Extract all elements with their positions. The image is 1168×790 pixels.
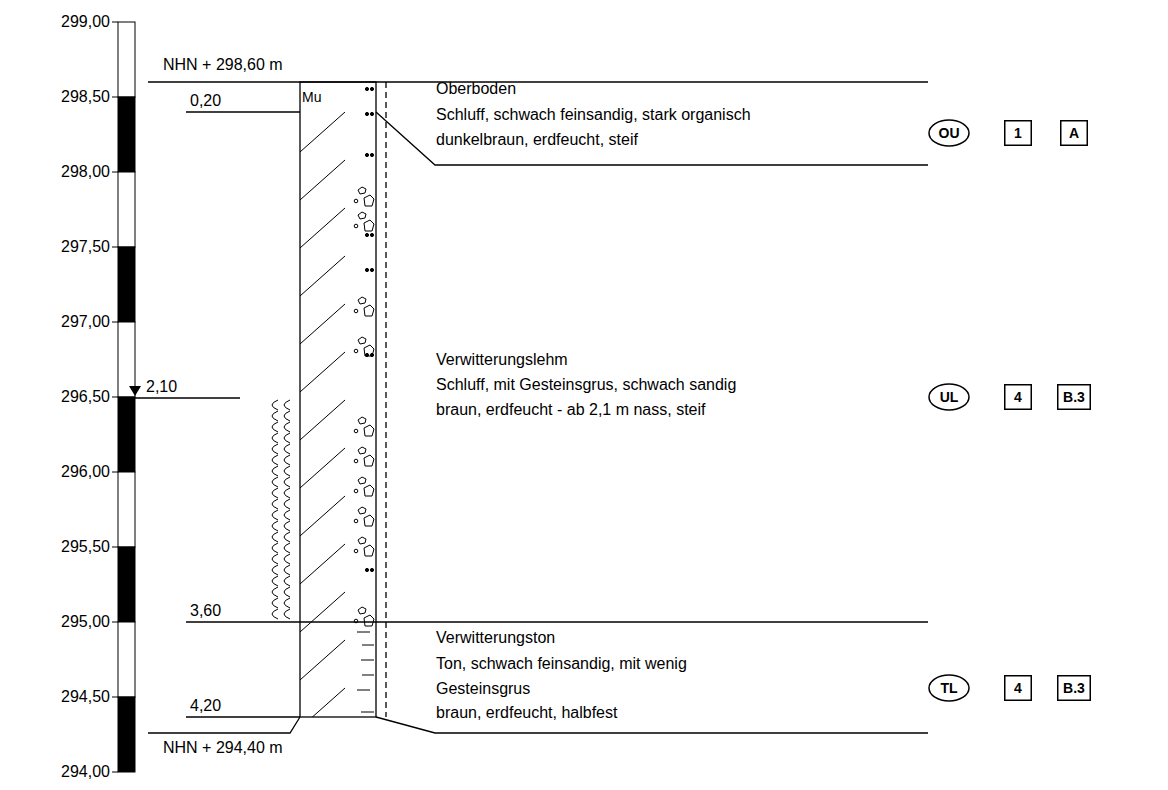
log-text: Schluff, schwach feinsandig, stark organ… xyxy=(436,105,751,125)
class-box: 4 xyxy=(1004,675,1032,701)
log-text: dunkelbraun, erdfeucht, steif xyxy=(436,130,638,150)
class-box: 1 xyxy=(1004,120,1032,146)
log-text: NHN + 298,60 m xyxy=(163,55,283,75)
log-text: NHN + 294,40 m xyxy=(163,738,283,758)
layer-symbol: Mu xyxy=(302,87,321,107)
height-scale xyxy=(112,22,135,772)
log-text: 4,20 xyxy=(190,696,221,716)
scale-value: 295,50 xyxy=(61,537,110,557)
log-text: Oberboden xyxy=(436,79,516,99)
layer-lines xyxy=(128,82,928,733)
node-label: 1 xyxy=(1004,124,1032,142)
log-text: 0,20 xyxy=(190,91,221,111)
log-text: 3,60 xyxy=(190,601,221,621)
soil-group-ellipse: OU xyxy=(928,119,970,147)
log-text: 2,10 xyxy=(146,377,177,397)
scale-value: 298,50 xyxy=(61,87,110,107)
scale-value: 297,00 xyxy=(61,312,110,332)
scale-value: 294,00 xyxy=(61,762,110,782)
soil-symbols xyxy=(354,87,374,712)
class-box: B.3 xyxy=(1057,384,1091,410)
scale-value: 296,00 xyxy=(61,462,110,482)
node-label: 4 xyxy=(1004,388,1032,406)
node-label: B.3 xyxy=(1057,388,1091,406)
class-box: B.3 xyxy=(1057,675,1091,701)
scale-value: 294,50 xyxy=(61,687,110,707)
node-label: A xyxy=(1060,124,1088,142)
column-hatching xyxy=(300,112,345,717)
scale-value: 299,00 xyxy=(61,12,110,32)
scale-value: 298,00 xyxy=(61,162,110,182)
log-text: Verwitterungslehm xyxy=(436,350,568,370)
scale-value: 296,50 xyxy=(61,387,110,407)
log-text: Ton, schwach feinsandig, mit wenig Geste… xyxy=(436,651,736,701)
node-label: TL xyxy=(928,679,970,697)
wetness-symbols xyxy=(272,400,290,619)
soil-group-ellipse: UL xyxy=(928,383,970,411)
soil-group-ellipse: TL xyxy=(928,674,970,702)
scale-value: 295,00 xyxy=(61,612,110,632)
class-box: 4 xyxy=(1004,384,1032,410)
log-text: Verwitterungston xyxy=(436,628,555,648)
node-label: OU xyxy=(928,124,970,142)
log-text: braun, erdfeucht - ab 2,1 m nass, steif xyxy=(436,400,705,420)
node-label: 4 xyxy=(1004,679,1032,697)
log-text: Schluff, mit Gesteinsgrus, schwach sandi… xyxy=(436,375,736,395)
node-label: B.3 xyxy=(1057,679,1091,697)
water-level-symbol xyxy=(129,386,141,396)
node-label: UL xyxy=(928,388,970,406)
class-box: A xyxy=(1060,120,1088,146)
scale-value: 297,50 xyxy=(61,237,110,257)
log-text: braun, erdfeucht, halbfest xyxy=(436,703,617,723)
